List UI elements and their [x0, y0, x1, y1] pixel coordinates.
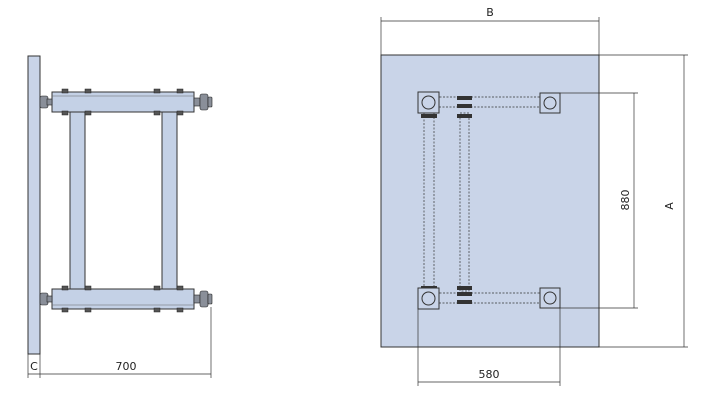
- wall-end-caps: [39, 95, 53, 306]
- outer-end-caps: [193, 93, 213, 308]
- dimension-label-b: B: [486, 6, 494, 19]
- dimension-label-a: A: [663, 202, 676, 210]
- pipe-frame: [423, 96, 543, 304]
- corner-fittings: [417, 91, 561, 310]
- dimension-label-880: 880: [619, 190, 632, 211]
- dimension-label-580: 580: [479, 368, 500, 381]
- top-view: B A 880 580: [380, 6, 688, 386]
- dimension-label-c: C: [30, 360, 38, 373]
- horizontal-bar-bottom: [51, 288, 195, 310]
- clamps-top: [61, 88, 184, 116]
- clamps-bottom: [61, 285, 184, 313]
- top-view-dimensions: [380, 17, 688, 386]
- dimension-label-700: 700: [116, 360, 137, 373]
- vertical-post-left: [69, 111, 86, 291]
- side-view-dimensions: [27, 307, 212, 378]
- wall-plate: [27, 55, 41, 355]
- vertical-post-right: [161, 111, 178, 291]
- side-view: C 700: [27, 55, 213, 378]
- horizontal-bar-top: [51, 91, 195, 113]
